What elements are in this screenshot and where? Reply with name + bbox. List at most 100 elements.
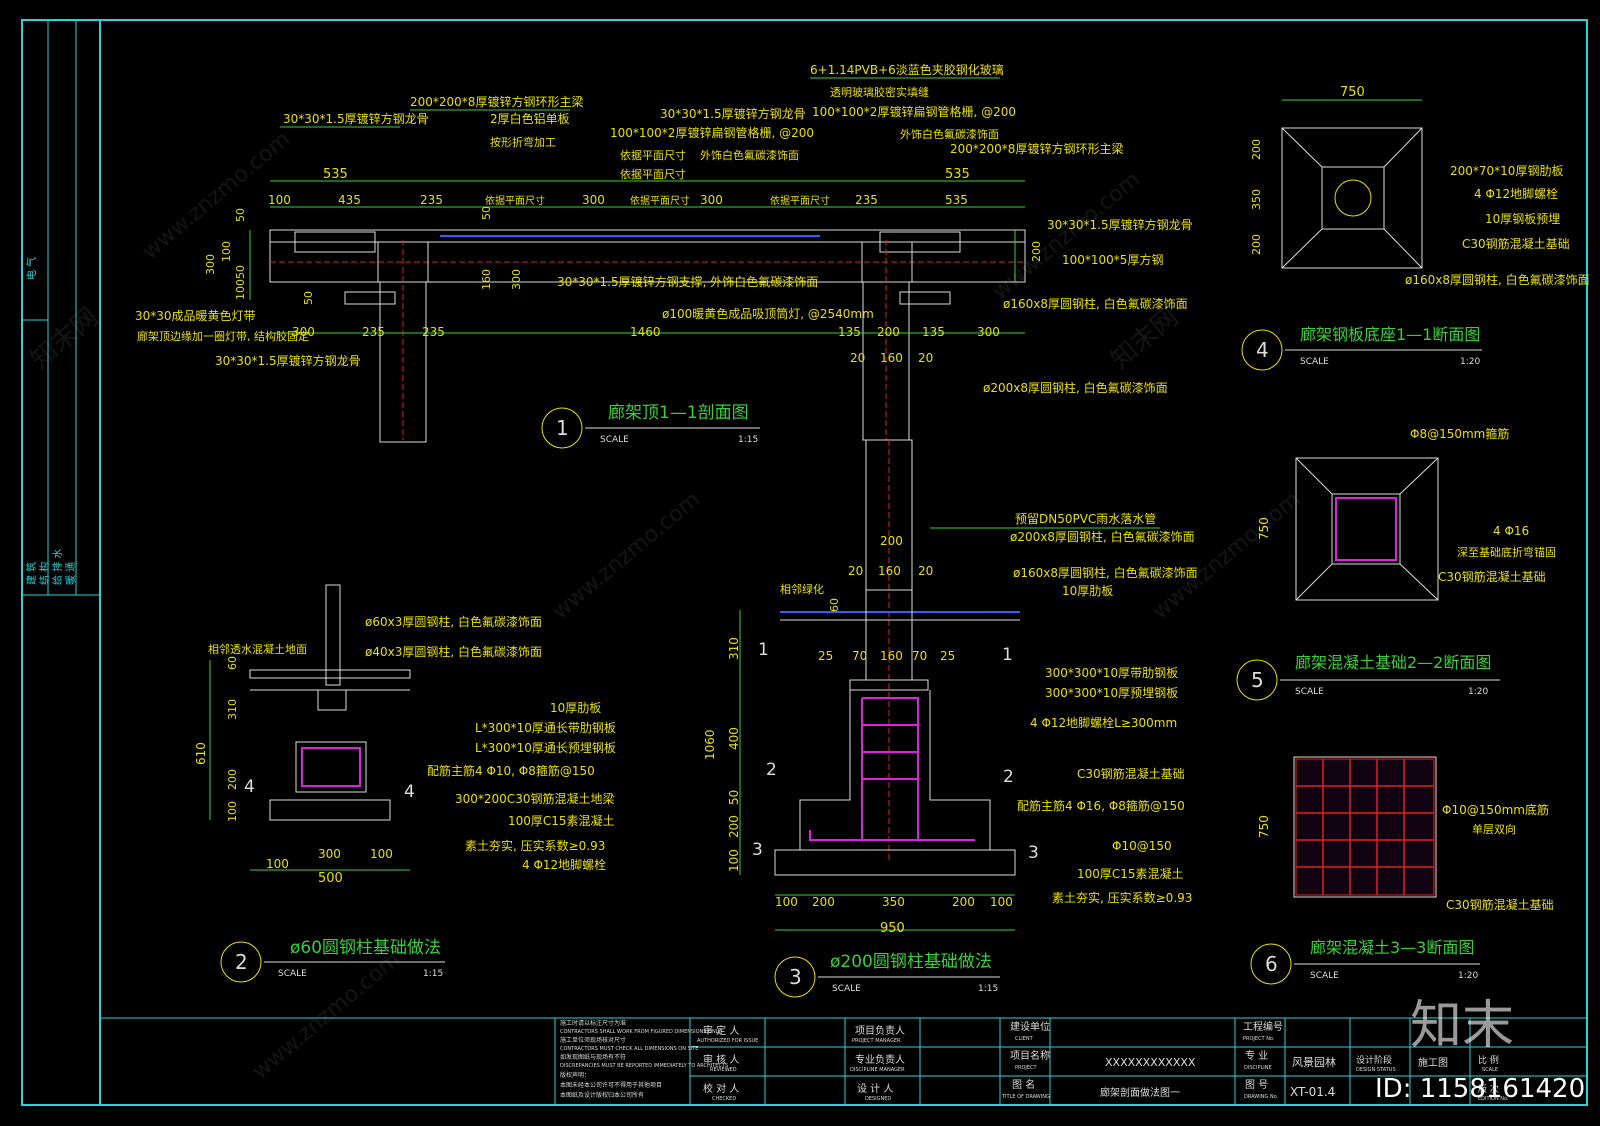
drawing-label: ø160x8厚圆钢柱, 白色氟碳漆饰面 [1405, 272, 1590, 287]
drawing-label: 200 [952, 895, 975, 909]
drawing-label: PROJECT MANAGER [852, 1038, 901, 1044]
drawing-label: 6 [1265, 952, 1278, 976]
drawing-label: SCALE [832, 984, 861, 994]
drawing-label: 专 业 [1245, 1049, 1268, 1062]
drawing-label: 图 号 [1245, 1079, 1268, 1091]
left-sidebar: 电 气 建 筑 结 构 给 排 水 暖 通 [22, 20, 100, 596]
drawing-label: 比 例 [1478, 1054, 1499, 1066]
drawing-label: 200 [727, 815, 741, 838]
drawing-label: 50 [727, 790, 741, 805]
drawing-label: 100*100*2厚镀锌扁钢管格栅, @200 [812, 104, 1016, 119]
drawing-label: 透明玻璃胶密实填缝 [830, 85, 929, 99]
drawing-label: 200 [1030, 241, 1043, 262]
drawing-label: SCALE [1295, 687, 1324, 697]
drawing-label: 500 [318, 871, 343, 886]
drawing-label: www.znzmo.com [988, 167, 1145, 305]
drawing-label: DESIGN STATUS [1356, 1067, 1396, 1073]
drawing-label: 300 [510, 269, 523, 290]
drawing-label: 160 [880, 351, 903, 365]
drawing-label: 素土夯实, 压实系数≥0.93 [465, 838, 605, 853]
drawing-label: AUTHORIZED FOR ISSUE [697, 1038, 758, 1044]
drawing-label: 100 [775, 895, 798, 909]
drawing-label: 20 [848, 564, 863, 578]
drawing-label: ø100暖黄色成品吸顶筒灯, @2540mm [662, 306, 874, 321]
drawing-label: 10厚钢板预埋 [1485, 212, 1560, 226]
drawing-label: 依据平面尺寸 [620, 167, 686, 181]
drawing-label: 535 [945, 193, 968, 207]
drawing-label: 70 [912, 649, 927, 663]
drawing-label: SCALE [1310, 971, 1339, 981]
drawing-label: 1060 [703, 729, 717, 760]
drawing-label: 30*30*1.5厚镀锌方钢龙骨 [283, 111, 429, 126]
drawing-label: 3 [752, 840, 763, 860]
drawing-label: PROJECT [1015, 1065, 1038, 1071]
drawing-label: 100厚C15素混凝土 [508, 813, 615, 828]
drawing-label: REVIEWED [710, 1067, 737, 1073]
drawing-label: 依据平面尺寸 [485, 194, 545, 207]
drawing-label: 30*30*1.5厚镀锌方钢龙骨 [1047, 217, 1193, 232]
drawing-label: ø200x8厚圆钢柱, 白色氟碳漆饰面 [1010, 529, 1195, 544]
drawing-label: 25 [940, 649, 955, 663]
drawing-label: 70 [852, 649, 867, 663]
detail-3-column-foundation: 200 20 160 20 25 70 160 70 25 60 1060 31… [703, 439, 1198, 998]
drawing-label: 135 [922, 325, 945, 339]
drawing-label: 100 [268, 193, 291, 207]
detail-1-roof-section: 535 100 435 235 依据平面尺寸 300 依据平面尺寸 300 依据… [135, 62, 1193, 449]
drawing-label: 160 [480, 269, 493, 290]
detail-4-title: 廊架钢板底座1—1断面图 [1300, 325, 1480, 344]
drawing-label: 235 [362, 325, 385, 339]
drawing-label: 235 [422, 325, 445, 339]
drawing-label: PROJECT No. [1243, 1036, 1275, 1042]
drawing-label: 1 [758, 640, 769, 660]
drawing-label: 审 定 人 [703, 1024, 739, 1037]
drawing-label: 廊架顶边缘加一圈灯带, 结构胶固定 [137, 329, 309, 343]
drawing-label: 30*30成品暖黄色灯带 [135, 309, 256, 323]
drawing-label: 本图纸及设计版权归本公司所有 [560, 1091, 644, 1099]
drawing-label: C30钢筋混凝土基础 [1462, 236, 1570, 251]
drawing-label: 300 [318, 847, 341, 861]
drawing-label: 4 [244, 777, 255, 797]
drawing-label: 外饰白色氟碳漆饰面 [900, 127, 999, 141]
drawing-label: 135 [838, 325, 861, 339]
drawing-label: 25 [818, 649, 833, 663]
drawing-label: Φ10@150mm底筋 [1442, 802, 1549, 817]
drawing-label: 设 计 人 [857, 1082, 893, 1095]
drawing-label: 版权声明： [560, 1071, 590, 1079]
drawing-label: 300 [700, 193, 723, 207]
drawing-label: CHECKED [712, 1096, 736, 1102]
detail-6-concrete-section: 750 Φ10@150mm底筋 单层双向 C30钢筋混凝土基础 6 廊架混凝土3… [1250, 756, 1554, 985]
drawing-label: EDITION No. [1478, 1096, 1509, 1102]
drawing-label: DRAWING No. [1244, 1094, 1279, 1100]
drawing-label: 160 [878, 564, 901, 578]
drawing-label: CONTRACTORS MUST CHECK ALL DIMENSIONS ON… [560, 1046, 698, 1052]
detail-5-title: 廊架混凝土基础2—2断面图 [1295, 653, 1491, 672]
drawing-label: 235 [855, 193, 878, 207]
drawing-label: CONTRACTORS SHALL WORK FROM FIGURED DIME… [560, 1029, 722, 1035]
drawing-label: 5 [1251, 668, 1264, 692]
drawing-label: 100*100*5厚方钢 [1062, 252, 1163, 267]
drawing-label: 廊架剖面做法图一 [1100, 1086, 1180, 1099]
drawing-label: 工程编号 [1243, 1020, 1283, 1033]
drawing-label: 依据平面尺寸 [620, 148, 686, 162]
drawing-label: TITLE OF DRAWING [1001, 1094, 1050, 1100]
drawing-label: SCALE [1482, 1067, 1498, 1073]
drawing-label: 535 [945, 167, 970, 182]
detail-1-number: 1 [556, 416, 569, 440]
drawing-label: 200 [877, 325, 900, 339]
drawing-label: 20 [918, 351, 933, 365]
detail-5-concrete-section: 750 Φ8@150mm箍筋 4 Φ16 深至基础底折弯锚固 C30钢筋混凝土基… [1236, 426, 1556, 701]
drawing-label: 100 [226, 801, 239, 822]
detail-3-title: ø200圆钢柱基础做法 [830, 952, 992, 972]
drawing-label: XT-01.4 [1290, 1085, 1335, 1099]
watermarks: www.znzmo.com www.znzmo.com www.znzmo.co… [25, 127, 1585, 1104]
drawing-label: 535 [323, 167, 348, 182]
drawing-label: 2 [1003, 767, 1014, 787]
drawing-label: 20 [850, 351, 865, 365]
drawing-label: 300 [977, 325, 1000, 339]
drawing-label: ø200x8厚圆钢柱, 白色氟碳漆饰面 [983, 380, 1168, 395]
drawing-label: 4 Φ16 [1493, 524, 1529, 538]
drawing-label: www.znzmo.com [548, 487, 705, 625]
drawing-label: 300*300*10厚带肋钢板 [1045, 665, 1178, 680]
drawing-label: 施工时请以标注尺寸为准 [560, 1019, 626, 1027]
